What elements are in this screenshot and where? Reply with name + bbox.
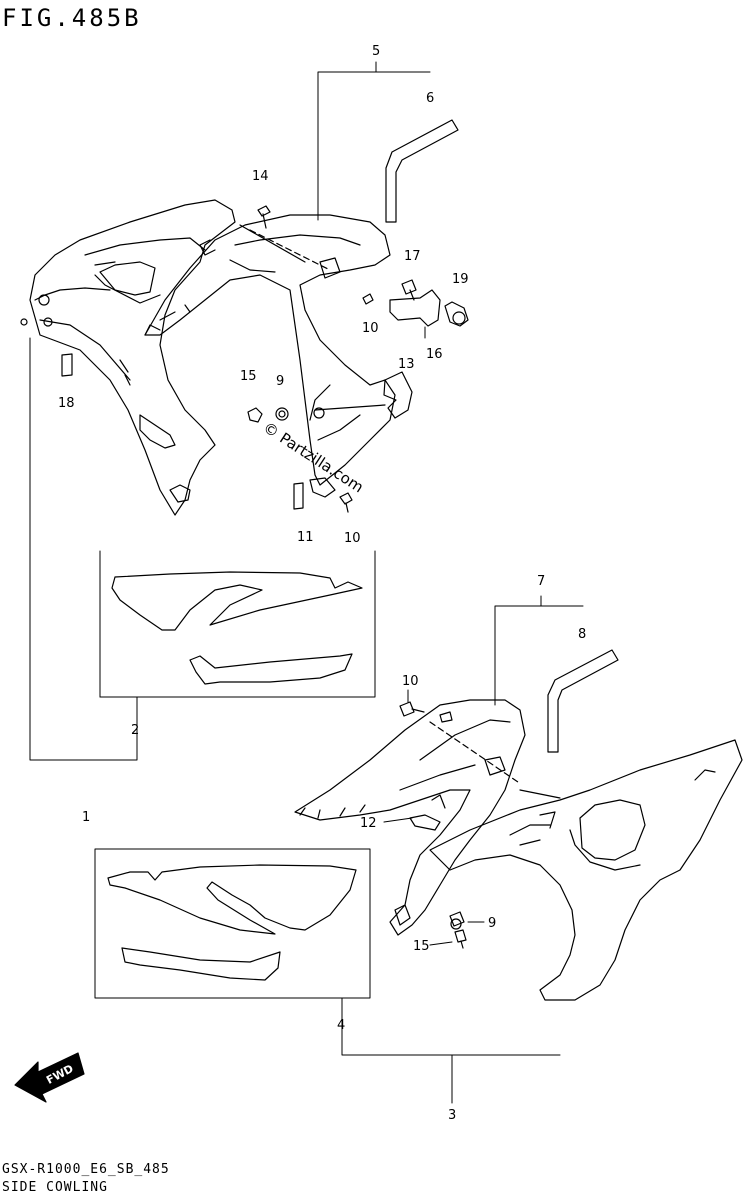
callout-9b[interactable]: 9 xyxy=(488,916,496,931)
callout-10[interactable]: 10 xyxy=(362,321,379,336)
inner-panel-upper[interactable] xyxy=(144,214,396,498)
callouts: 5 6 14 17 19 10 16 13 15 9 18 11 10 2 1 … xyxy=(58,44,586,1123)
upper-cowling-left[interactable] xyxy=(20,199,236,516)
callout-9[interactable]: 9 xyxy=(276,374,284,389)
fwd-arrow-icon: FWD xyxy=(14,1052,85,1103)
callout-18[interactable]: 18 xyxy=(58,396,75,411)
callout-15[interactable]: 15 xyxy=(240,369,257,384)
figure-title: FIG.485B xyxy=(2,4,142,32)
callout-19[interactable]: 19 xyxy=(452,272,469,287)
trim-strip-8[interactable] xyxy=(547,649,619,753)
cowling-vent-upper xyxy=(99,261,156,296)
callout-17[interactable]: 17 xyxy=(404,249,421,264)
trim-strip-6[interactable] xyxy=(385,119,459,223)
callout-4[interactable]: 4 xyxy=(337,1018,345,1033)
callout-7[interactable]: 7 xyxy=(537,574,545,589)
callout-2[interactable]: 2 xyxy=(131,723,139,738)
hardware-lower[interactable] xyxy=(399,701,467,949)
leader-lines-upper xyxy=(29,61,431,761)
decal-set-4[interactable] xyxy=(94,848,371,999)
callout-6[interactable]: 6 xyxy=(426,91,434,106)
callout-5[interactable]: 5 xyxy=(372,44,380,59)
callout-ticks xyxy=(383,689,485,946)
inner-panel-lower[interactable] xyxy=(294,699,526,936)
footer-code: GSX-R1000_E6_SB_485 xyxy=(2,1162,170,1177)
footer-name: SIDE COWLING xyxy=(2,1180,108,1195)
callout-16[interactable]: 16 xyxy=(426,347,443,362)
cowling-vent-lower xyxy=(579,799,646,861)
callout-1[interactable]: 1 xyxy=(82,810,90,825)
leader-lines-lower xyxy=(341,595,584,1104)
callout-10c[interactable]: 10 xyxy=(402,674,419,689)
lower-cowling-right[interactable] xyxy=(429,739,743,1001)
callout-11[interactable]: 11 xyxy=(297,530,314,545)
callout-8[interactable]: 8 xyxy=(578,627,586,642)
callout-15b[interactable]: 15 xyxy=(413,939,430,954)
decal-set-2[interactable] xyxy=(99,550,376,698)
callout-10b[interactable]: 10 xyxy=(344,531,361,546)
callout-13[interactable]: 13 xyxy=(398,357,415,372)
callout-12[interactable]: 12 xyxy=(360,816,377,831)
callout-14[interactable]: 14 xyxy=(252,169,269,184)
hardware-upper[interactable] xyxy=(61,205,469,513)
watermark: © Partzilla.com xyxy=(260,418,367,496)
callout-3[interactable]: 3 xyxy=(448,1108,456,1123)
